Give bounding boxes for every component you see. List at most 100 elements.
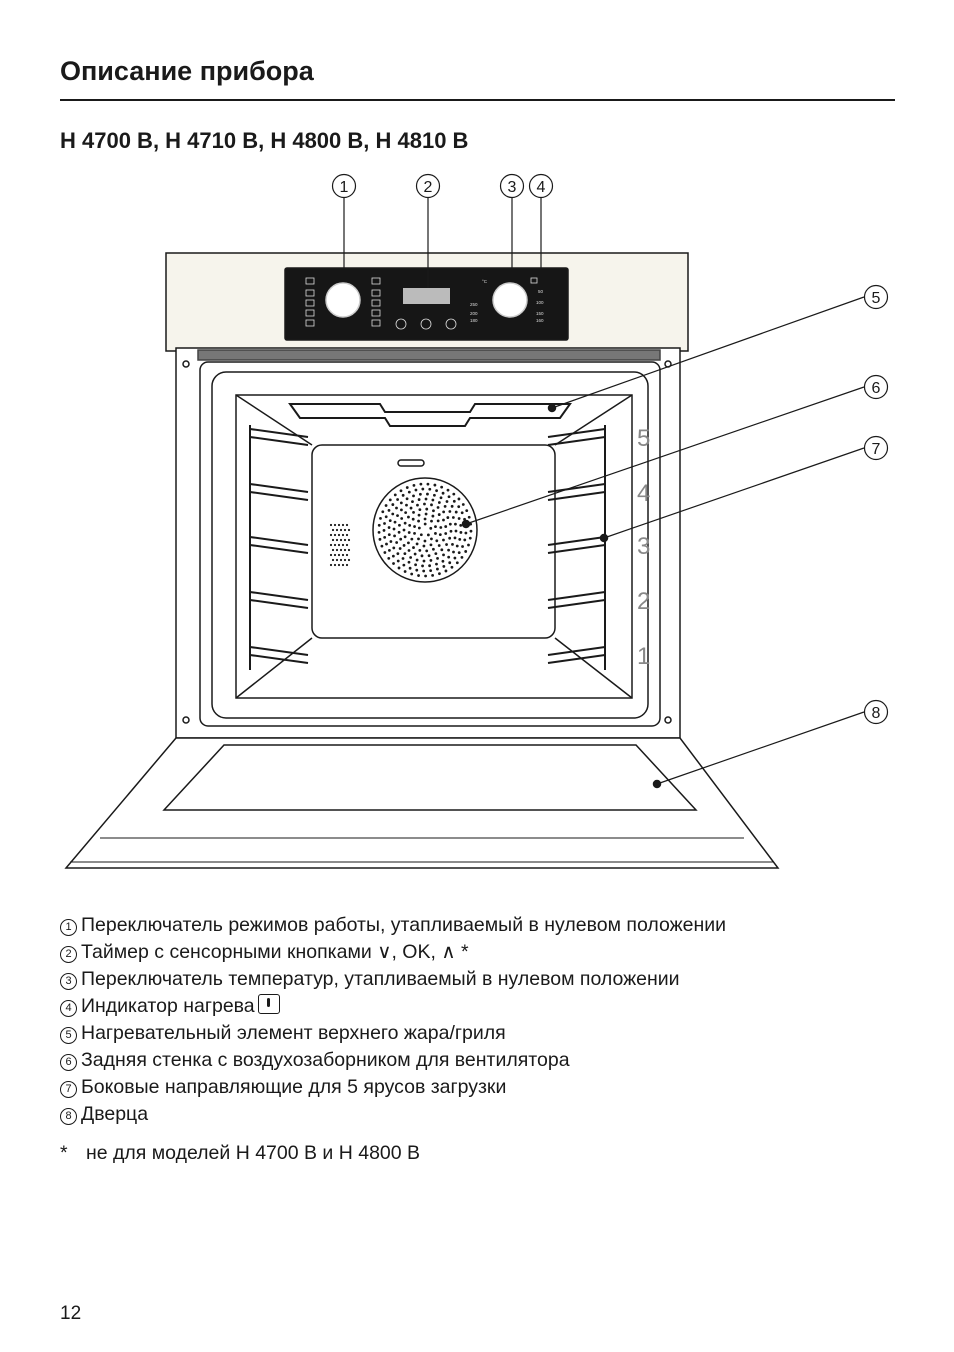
callout-number: 4 [537,179,546,196]
door[interactable] [64,737,780,869]
legend-number: 8 [60,1108,77,1125]
fan-air-intake [377,482,473,578]
footnote: * не для моделей H 4700 B и H 4800 B [60,1142,420,1165]
callout-circle [863,435,889,461]
callout-dot [547,403,557,413]
runner-right [547,646,606,664]
oven-opening [199,361,661,727]
callout-dot [461,519,471,529]
page-number: 12 [60,1303,82,1324]
light [397,459,425,467]
heat-indicator [530,277,538,284]
cavity-edges [235,394,633,699]
panel-temp: 250 [470,302,478,307]
cavity-frame [211,371,649,719]
vent-strip [197,349,661,361]
legend-number: 6 [60,1054,77,1071]
runner-left [249,646,309,664]
ok-button[interactable] [420,318,432,330]
legend-text: Задняя стенка с воздухозаборником для ве… [81,1049,570,1071]
panel-temp: 200 [470,311,478,316]
panel-temp: 160 [536,318,544,323]
callout-line [551,296,865,409]
legend-text: Боковые направляющие для 5 ярусов загруз… [81,1076,507,1098]
legend-text: Дверца [81,1103,149,1125]
callout-number: 1 [340,179,349,196]
callouts: 1 2 3 4 5 6 7 8 [331,173,889,789]
callout-circle [331,173,357,199]
panel-temp: 50 [538,289,544,294]
shelf-level-label: 5 [637,425,650,452]
shelf-level-label: 1 [637,643,650,670]
legend-number: 3 [60,973,77,990]
callout-line [656,711,865,785]
panel-unit: °C [482,279,488,284]
runner-right [547,483,606,501]
callout-circle [415,173,441,199]
legend-number: 4 [60,1000,77,1017]
callout-dot [652,779,662,789]
down-button[interactable] [395,318,407,330]
callout-circle [499,173,525,199]
legend-text: Индикатор нагрева [81,995,255,1017]
callout-number: 6 [872,380,881,397]
panel-temp: 150 [536,311,544,316]
callout-dot [599,533,609,543]
legend-number: 2 [60,946,77,963]
runner-left [249,591,309,609]
legend-text: Переключатель температур, утапливаемый в… [81,968,680,990]
top-heating-element [288,403,572,427]
callout-number: 3 [508,179,517,196]
timer-display [403,288,450,304]
legend-text: Переключатель режимов работы, утапливаем… [81,914,727,936]
up-button[interactable] [445,318,457,330]
shelf-level-label: 2 [637,588,650,615]
callout-circle [863,284,889,310]
fan-cover [372,477,478,583]
shelf-level-label: 4 [637,480,650,507]
legend-number: 7 [60,1081,77,1098]
runner-left [249,536,309,554]
footnote-mark: * [60,1142,68,1164]
callout-circle [863,374,889,400]
rear-vent [329,523,351,567]
runner-right [547,591,606,609]
callout-line [603,447,865,539]
runner-left [249,483,309,501]
legend-text: Нагревательный элемент верхнего жара/гри… [81,1022,506,1044]
callout-number: 7 [872,441,881,458]
page-title: Описание прибора [60,56,314,86]
panel-temp: 100 [536,300,544,305]
title-rule [60,99,895,101]
shelf-level-label: 3 [637,533,650,560]
side-runners [249,425,606,670]
model-heading: H 4700 B, H 4710 B, H 4800 B, H 4810 B [60,128,469,153]
callout-number: 2 [424,179,433,196]
callout-circle [863,699,889,725]
mode-selector-knob[interactable] [325,282,361,318]
legend-text: Таймер с сенсорными кнопками ∨, OK, ∧ * [81,941,469,963]
temperature-selector-knob[interactable] [492,282,528,318]
legend-number: 5 [60,1027,77,1044]
callout-number: 5 [872,290,881,307]
callout-number: 8 [872,705,881,722]
callout-line [465,386,865,525]
legend-number: 1 [60,919,77,936]
runner-left [249,428,309,446]
callout-circle [528,173,554,199]
runner-right [547,428,606,446]
footnote-text: не для моделей H 4700 B и H 4800 B [86,1142,421,1164]
door-glass [162,744,698,811]
thermometer-icon [257,994,280,1014]
panel-temp: 180 [470,318,478,323]
